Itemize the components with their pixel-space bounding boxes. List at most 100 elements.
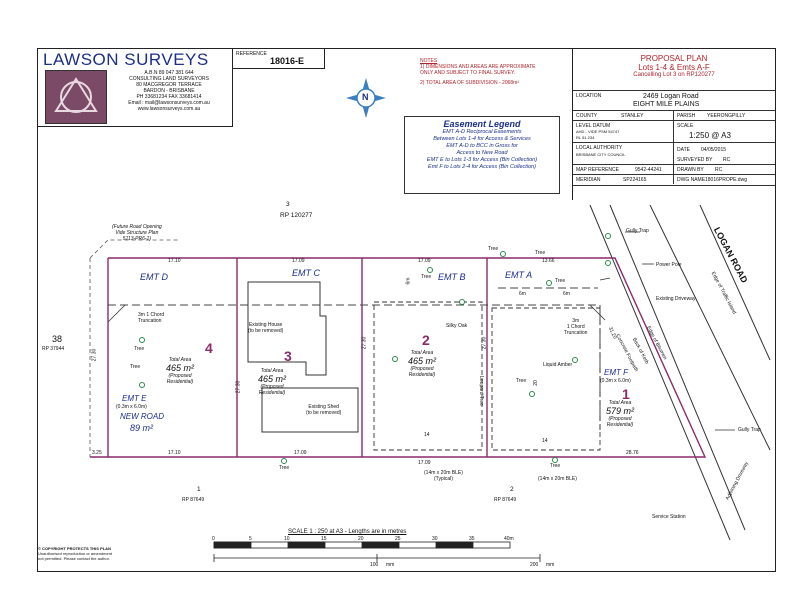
lot38: 38: [52, 334, 63, 344]
lot4-prop1: (Proposed: [168, 373, 192, 379]
proposal-t1: PROPOSAL PLAN: [640, 54, 708, 63]
lot4-ta: Total Area: [168, 357, 192, 363]
lot1-area-block: Total Area 579 m² (Proposed Residential): [606, 400, 634, 428]
meridian-label: MERIDIAN: [576, 177, 601, 183]
location-line2: EIGHT MILE PLAINS: [633, 101, 700, 108]
easement-l5: EMT E to Lots 1-3 for Access (Bin Collec…: [426, 157, 538, 163]
shed-label: Existing Shed (to be removed): [306, 404, 341, 416]
ble-1: (14m x 20m BLE) (Typical): [424, 470, 463, 482]
mm-100: 100: [370, 562, 379, 568]
tree-2: Tree: [130, 364, 141, 370]
ble-1b: (Typical): [434, 476, 453, 482]
copyright-l3: not permitted. Please contact the author…: [38, 556, 110, 561]
tb-level-row: LEVEL DATUM AHD - VIDE PSM 54747 RL 51.2…: [573, 120, 775, 143]
emt-c: EMT C: [292, 268, 320, 278]
location-label: LOCATION: [576, 93, 602, 99]
drawn-label: DRAWN BY: [677, 167, 704, 173]
dim-1709c: 17.09: [294, 450, 307, 456]
tb-divider: [673, 110, 674, 184]
tb-meridian-row: MERIDIAN SP224165 DWG NAME 18016PROPE.dw…: [573, 174, 775, 186]
new-road: NEW ROAD: [120, 412, 164, 421]
existing-driveway: Existing Driveway: [656, 296, 696, 302]
shed-l2: (to be removed): [306, 410, 342, 416]
lga-value: BRISBANE CITY COUNCIL: [576, 152, 626, 157]
copyright-l1: © COPYRIGHT PROTECTS THIS PLAN: [38, 546, 111, 551]
dwg-value: 18016PROPE.dwg: [705, 177, 747, 183]
level-value1: AHD - VIDE PSM 54747: [576, 129, 620, 134]
surveyed-label: SURVEYED BY: [677, 157, 713, 163]
emt-f-size: (0.3m x 6.0m): [600, 378, 631, 384]
plan-sheet: [37, 48, 776, 572]
surveyed-value: RC: [723, 157, 731, 163]
lot3-prop2: Residential): [258, 390, 286, 396]
future-road-1: (Future Road Opening: [112, 224, 162, 230]
lot3-ta: Total Area: [260, 368, 284, 374]
scale-title: SCALE 1 : 250 at A3 - Lengths are in met…: [288, 529, 407, 535]
lot1-ta: Total Area: [608, 400, 632, 406]
tree-5: Tree: [535, 250, 546, 256]
company-details: A.B.N 89 047 381 644 CONSULTING LAND SUR…: [109, 70, 229, 112]
m20: 20: [532, 380, 539, 386]
dim-2730b: 27.30: [235, 380, 242, 394]
lot2-ta: Total Area: [410, 350, 434, 356]
lot4-area-block: Total Area 465 m² (Proposed Residential): [166, 357, 194, 385]
easement-l4: Access to New Road: [456, 150, 508, 156]
lot1-prop2: Residential): [606, 422, 634, 428]
lot3-num: 3: [284, 348, 292, 364]
note-1b: ONLY AND SUBJECT TO FINAL SURVEY.: [420, 70, 516, 76]
lot2-prop2: Residential): [408, 372, 436, 378]
location-line1: 2469 Logan Road: [643, 93, 699, 100]
proposal-t2: Lots 1-4 & Emts A-F: [638, 63, 710, 72]
chord1-l1: 3m 1 Chord: [138, 312, 165, 318]
tb-mapref-row: MAP REFERENCE 9542-44241 DRAWN BY RC: [573, 164, 775, 175]
emt-b: EMT B: [438, 272, 466, 282]
dim-1366: 13.66: [542, 258, 555, 264]
date-label: DATE: [677, 147, 690, 153]
lot3-area-block: Total Area 465 m² (Proposed Residential): [258, 368, 286, 396]
chord2-l2: 1 Chord: [566, 324, 585, 330]
mm-label-1: mm: [386, 562, 395, 568]
lot2-num: 2: [422, 332, 430, 348]
m6a: 6m: [519, 291, 526, 297]
dim-1709a: 17.09: [292, 258, 305, 264]
tick-25: 25: [395, 536, 401, 542]
chord2-l3: Truncation: [564, 330, 588, 336]
mapref-value: 9542-44241: [635, 167, 662, 173]
tick-15: 15: [321, 536, 327, 542]
emt-e-size: (0.3m x 6.0m): [116, 404, 147, 410]
emt-d: EMT D: [140, 272, 168, 282]
proposal-title: PROPOSAL PLAN Lots 1-4 & Emts A-F Cancel…: [573, 54, 775, 78]
tree-1: Tree: [134, 346, 145, 352]
chord1: 3m 1 Chord Truncation: [138, 312, 164, 324]
company-abn: A.B.N 89 047 381 644: [144, 70, 194, 76]
lot2-area-block: Total Area 465 m² (Proposed Residential): [408, 350, 436, 378]
ble-1a: (14m x 20m BLE): [424, 470, 463, 476]
easement-l6: Emt F to Lots 2-4 for Access (Bin Collec…: [428, 164, 536, 170]
tree-4: Tree: [488, 246, 499, 252]
mapref-label: MAP REFERENCE: [576, 167, 619, 173]
power-pole: Power Pole: [656, 262, 682, 268]
tick-5: 5: [249, 536, 252, 542]
drawn-value: RC: [715, 167, 723, 173]
company-addr2: BARDON - BRISBANE: [143, 88, 195, 94]
easement-legend: Easement Legend EMT A-D Reciprocal Easem…: [404, 116, 560, 194]
date-value: 04/05/2015: [701, 147, 727, 153]
future-road-2: Vide Structure Plan: [115, 230, 159, 236]
silky-oak: Silky Oak: [446, 323, 468, 329]
reference-label: REFERENCE: [236, 51, 267, 57]
dim-1710b: 17.10: [168, 450, 181, 456]
north-arrow-icon: [346, 78, 386, 118]
emt-f: EMT F: [604, 368, 628, 377]
parish-value: YEERONGPILLY: [707, 113, 746, 119]
lot3-prop1: (Proposed: [260, 384, 284, 390]
dim-1709d: 17.09: [418, 460, 431, 466]
lot1-area: 579 m²: [606, 406, 635, 416]
future-road-3: 5113-PR6-1): [122, 236, 152, 242]
dim-2730c: 27.30: [361, 336, 368, 350]
parish-label: PARISH: [677, 113, 696, 119]
dim-325: 3.25: [92, 450, 102, 456]
logo-symbol-icon: [54, 77, 98, 113]
north-arrow: N: [346, 78, 386, 118]
ble-2: (14m x 20m BLE): [538, 476, 577, 482]
tick-30: 30: [432, 536, 438, 542]
